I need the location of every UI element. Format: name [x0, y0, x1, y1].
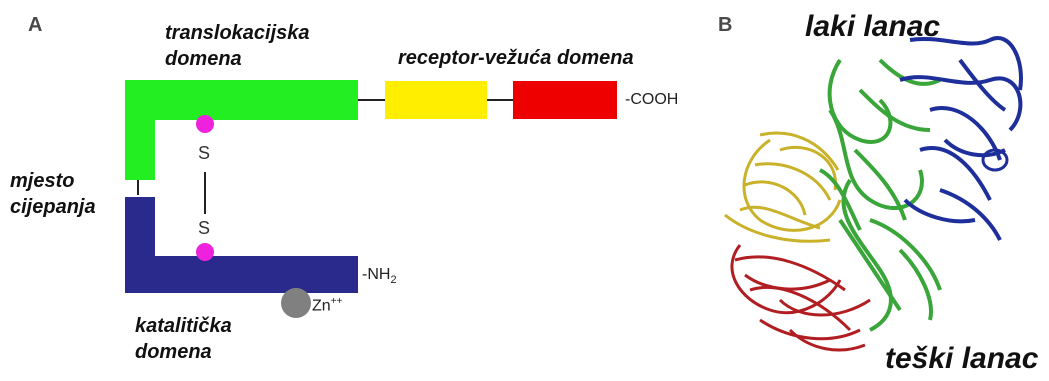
sulfur-bottom-label: S [198, 218, 211, 238]
cleavage-site-label-line1: mjesto [10, 170, 75, 192]
translocation-domain-vertical [125, 80, 155, 180]
sulfur-top-label: S [198, 143, 211, 163]
translocation-domain-horizontal [125, 80, 358, 120]
cleavage-site-label: mjesto cijepanja [10, 168, 96, 220]
catalytic-domain-horizontal [125, 256, 358, 293]
catalytic-domain-label-line1: katalitička [135, 315, 232, 337]
zinc-label: Zn++ [312, 296, 342, 315]
protein-yellow-domain [724, 131, 842, 243]
translocation-domain-label-line2: domena [165, 48, 242, 70]
protein-blue-coil [981, 148, 1009, 172]
disulfide-dot-bottom [196, 243, 214, 261]
protein-structure [724, 36, 1023, 352]
receptor-domain-red [513, 81, 617, 119]
protein-blue-domain [899, 36, 1023, 241]
translocation-domain-label-line1: translokacijska [165, 22, 310, 44]
zinc-ion [281, 288, 311, 318]
receptor-domain-label: receptor-vežuća domena [398, 47, 634, 69]
protein-green-domain [818, 58, 942, 332]
nh2-terminal-label: -NH2 [362, 266, 397, 286]
zinc-main: Zn [312, 297, 331, 315]
protein-red-domain [730, 244, 871, 352]
nh2-subscript: 2 [390, 274, 397, 287]
light-chain-label: laki lanac [805, 10, 941, 43]
translocation-domain-label: translokacijska domena [165, 20, 310, 72]
catalytic-domain-label-line2: domena [135, 341, 212, 363]
receptor-domain-yellow [385, 81, 487, 119]
panel-a-letter: A [28, 14, 43, 36]
disulfide-dot-top [196, 115, 214, 133]
catalytic-domain-label: katalitička domena [135, 313, 232, 365]
cooh-terminal-label: -COOH [625, 91, 679, 108]
nh2-main: -NH [362, 266, 391, 283]
heavy-chain-label: teški lanac [885, 342, 1039, 375]
zinc-superscript: ++ [330, 296, 343, 307]
cleavage-site-label-line2: cijepanja [10, 196, 96, 218]
panel-b-letter: B [718, 14, 733, 36]
